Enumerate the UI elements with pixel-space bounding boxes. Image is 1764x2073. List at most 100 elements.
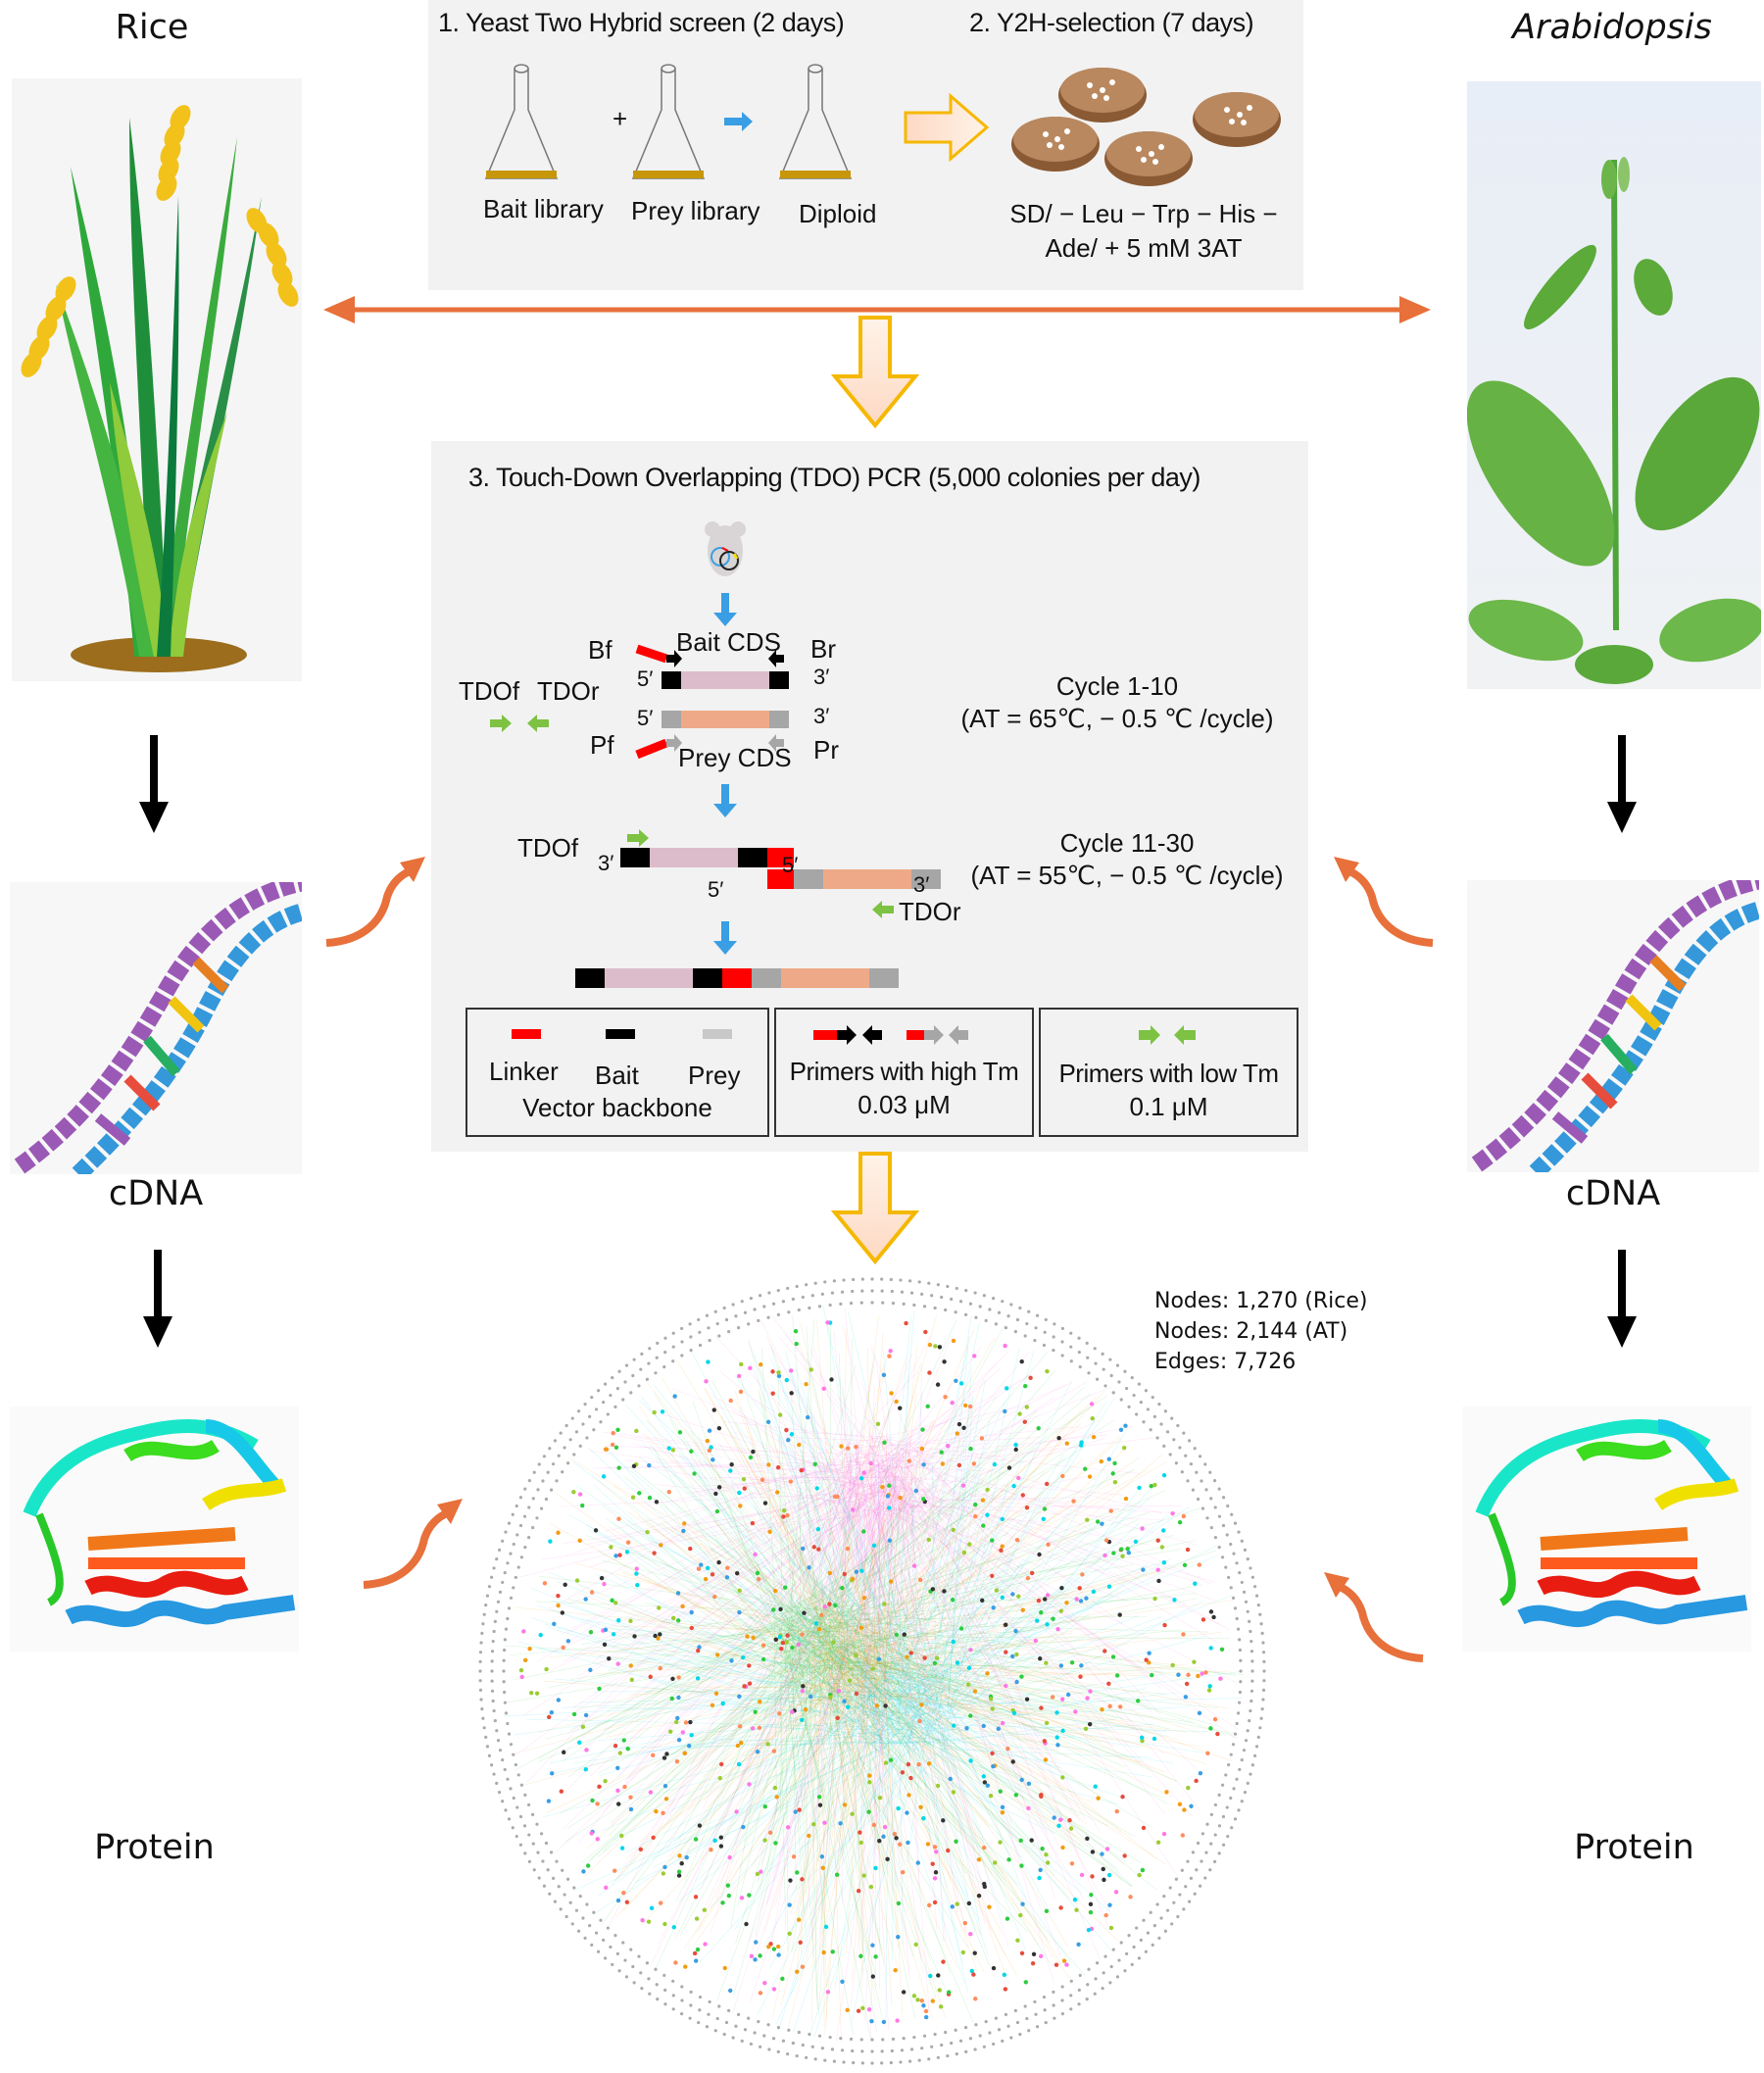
network-node [727, 1854, 732, 1860]
network-edge [882, 1678, 1166, 1865]
network-edge [791, 1447, 1035, 1675]
network-node [942, 1359, 947, 1364]
network-peripheral-node [1242, 1590, 1247, 1594]
network-node [1156, 1578, 1161, 1584]
network-edge [886, 1467, 985, 1675]
network-peripheral-node [594, 1931, 599, 1935]
network-node [994, 1588, 1000, 1593]
network-node [877, 1796, 883, 1801]
network-node [604, 1885, 609, 1891]
network-node [1120, 1794, 1125, 1800]
network-edge [661, 1621, 779, 1633]
network-node [1083, 1726, 1089, 1732]
network-peripheral-node [484, 1604, 488, 1607]
network-peripheral-node [1165, 1908, 1170, 1912]
network-node [1198, 1771, 1203, 1776]
network-node [546, 1799, 552, 1803]
network-edge [858, 1431, 875, 1508]
network-edge [794, 1710, 885, 1820]
network-node [982, 1845, 987, 1851]
network-edge [817, 1467, 983, 1677]
network-peripheral-node [637, 1384, 641, 1388]
network-edge [757, 1740, 925, 1746]
network-edge [823, 1561, 1196, 1654]
network-edge [587, 1628, 832, 1849]
network-edge [606, 1445, 895, 1456]
network-edge [666, 1503, 857, 1821]
network-node [616, 1618, 621, 1623]
network-edge [846, 1454, 866, 1561]
network-edge [932, 1726, 945, 1943]
network-node [548, 1539, 553, 1544]
network-edge [896, 1696, 1058, 1707]
network-peripheral-node [1221, 1523, 1226, 1528]
network-node [1045, 1368, 1050, 1374]
network-edge [858, 1493, 1043, 1633]
network-node [632, 1634, 637, 1639]
legend-bait-label: Bait [595, 1061, 639, 1090]
network-edge [834, 1738, 875, 1991]
network-edge [873, 1650, 899, 1949]
network-edge [542, 1505, 921, 1560]
network-edge [897, 1495, 1187, 1604]
network-node [705, 1438, 710, 1444]
network-peripheral-node [776, 2026, 781, 2030]
network-node [670, 1676, 675, 1681]
network-node [613, 1445, 619, 1451]
network-node [1102, 1553, 1107, 1558]
network-node [896, 1805, 901, 1811]
network-edge [774, 1552, 859, 1619]
network-node [696, 1566, 702, 1571]
network-node [1055, 1626, 1060, 1632]
network-node [714, 1508, 720, 1514]
network-edge [836, 1617, 885, 1624]
network-node [1208, 1609, 1214, 1614]
network-edge [606, 1518, 812, 1676]
network-node [1208, 1726, 1213, 1731]
network-node [930, 1861, 935, 1866]
network-node [951, 1639, 956, 1645]
network-edge [764, 1602, 901, 1687]
network-peripheral-node [1249, 1772, 1252, 1776]
network-node [1162, 1622, 1167, 1628]
network-node [725, 1883, 731, 1888]
network-edge [684, 1668, 775, 1881]
network-node [583, 1712, 589, 1718]
network-peripheral-node [527, 1479, 532, 1483]
network-node [950, 1597, 956, 1603]
network-edge [912, 1501, 1151, 1546]
network-peripheral-node [492, 1566, 496, 1570]
network-peripheral-node [1174, 1461, 1178, 1465]
network-peripheral-node [917, 2058, 921, 2062]
network-edge [906, 1509, 1072, 1704]
network-peripheral-node [506, 1616, 510, 1621]
network-node [817, 1802, 823, 1807]
flask-icon [484, 64, 559, 179]
network-edge [885, 1637, 957, 1701]
network-edge [780, 1699, 859, 2006]
network-edge [785, 1614, 883, 1950]
network-edge [646, 1420, 943, 1707]
network-peripheral-node [766, 2023, 770, 2027]
network-node [1133, 1539, 1139, 1545]
network-node [622, 1784, 627, 1790]
network-edge [615, 1645, 872, 1918]
network-edge [871, 1509, 1164, 1754]
network-peripheral-node [1221, 1496, 1226, 1500]
network-node [630, 1495, 636, 1500]
network-edge [656, 1460, 947, 1679]
network-peripheral-node [1170, 1416, 1174, 1420]
network-edge [891, 1615, 1138, 1712]
network-edge [870, 1505, 1061, 1849]
network-edge [858, 1594, 909, 1672]
network-peripheral-node [1252, 1585, 1257, 1589]
network-node [971, 1461, 977, 1466]
network-edge [786, 1615, 819, 2010]
network-node [565, 1639, 571, 1644]
network-node [739, 1361, 744, 1367]
network-edge [614, 1517, 945, 1707]
network-edge [881, 1683, 929, 1753]
network-edge [612, 1503, 914, 1826]
network-edge [906, 1449, 1109, 1927]
network-peripheral-node [490, 1763, 494, 1767]
